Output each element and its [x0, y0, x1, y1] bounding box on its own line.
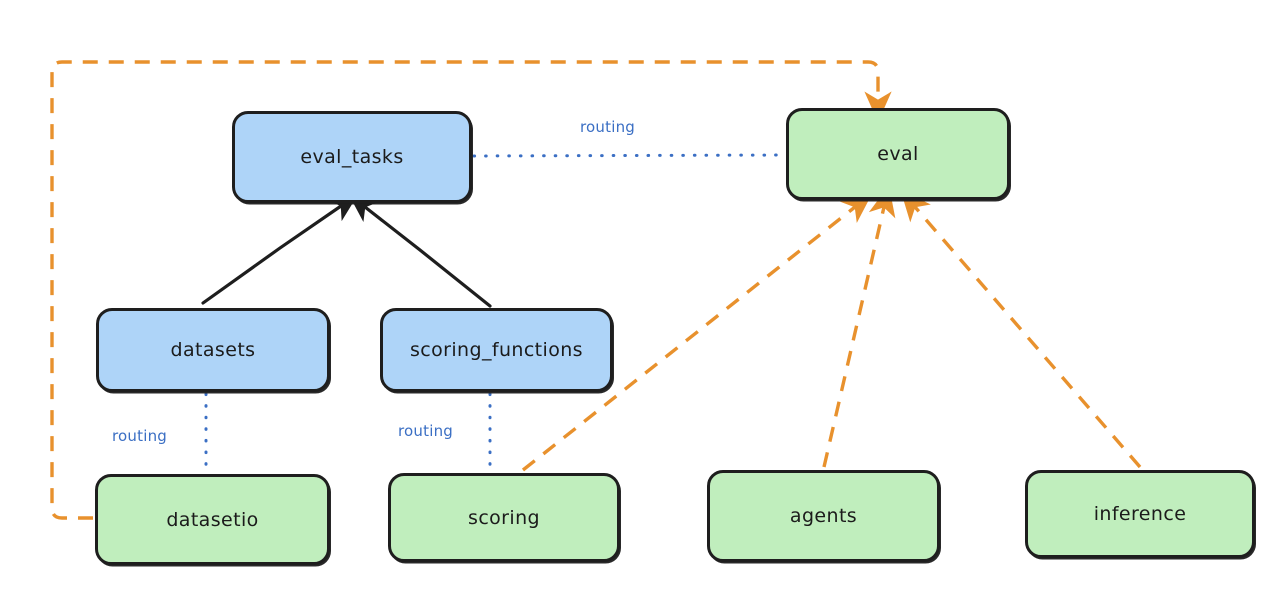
edge-label-routing-eval-tasks-eval: routing [580, 118, 635, 136]
edge-datasets-to-eval-tasks [201, 194, 359, 305]
node-eval-tasks[interactable]: eval_tasks [232, 111, 472, 203]
node-agents[interactable]: agents [707, 470, 940, 562]
node-label-eval: eval [877, 143, 919, 165]
node-label-inference: inference [1093, 503, 1187, 525]
edge-label-routing-scoring-functions-scoring: routing [398, 422, 453, 440]
node-label-datasetio: datasetio [166, 508, 259, 531]
node-label-scoring-functions: scoring_functions [410, 339, 583, 361]
node-scoring[interactable]: scoring [388, 473, 620, 562]
node-eval[interactable]: eval [786, 108, 1010, 200]
edge-agents-to-eval [822, 185, 896, 468]
edge-eval-tasks-to-eval [472, 153, 786, 158]
node-label-eval-tasks: eval_tasks [300, 146, 404, 168]
node-scoring-functions[interactable]: scoring_functions [380, 308, 613, 392]
node-datasetio[interactable]: datasetio [95, 474, 330, 565]
node-inference[interactable]: inference [1025, 470, 1255, 558]
edge-datasetio-to-eval [50, 60, 892, 520]
edge-scoring-functions-to-eval-tasks [348, 194, 492, 308]
node-label-agents: agents [789, 505, 858, 527]
edge-label-routing-datasets-datasetio: routing [112, 427, 167, 445]
edge-inference-to-eval [900, 190, 1142, 469]
node-label-scoring: scoring [468, 506, 540, 529]
edge-scoring-to-eval [521, 193, 873, 472]
node-label-datasets: datasets [170, 339, 256, 361]
node-datasets[interactable]: datasets [96, 308, 330, 392]
